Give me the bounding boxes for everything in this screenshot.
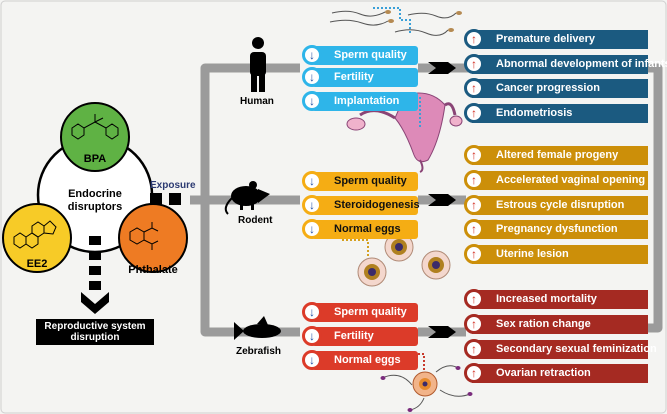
bpa-structure-icon — [71, 114, 119, 140]
phthalate-circle — [118, 203, 188, 273]
decrease-arrow-icon: ↓ — [302, 326, 322, 346]
increase-arrow-icon: ↑ — [464, 289, 484, 309]
rodent-outcome-2: Accelerated vaginal opening — [472, 171, 648, 190]
outcome-box — [36, 319, 154, 345]
increase-arrow-icon: ↑ — [464, 103, 484, 123]
rodent-outcome-1: Altered female progeny — [472, 146, 648, 165]
rodent-outcome-3: Estrous cycle disruption — [472, 196, 648, 215]
increase-arrow-icon: ↑ — [464, 314, 484, 334]
phthalate-structure-icon — [129, 222, 159, 250]
zebrafish-effect-3: Normal eggs — [312, 351, 418, 370]
zebrafish-outcome-3: Secondary sexual feminization — [472, 340, 657, 359]
outcome-line2: disruption — [70, 332, 120, 343]
fish-icon — [234, 316, 281, 340]
decrease-arrow-icon: ↓ — [302, 171, 322, 191]
ee2-structure-icon — [13, 220, 57, 249]
human-effect-3: Implantation — [312, 92, 418, 111]
human-icon — [250, 37, 266, 92]
organism-label-zebrafish: Zebrafish — [236, 346, 282, 357]
zebrafish-arrowhead — [428, 326, 456, 338]
ee2-circle — [2, 203, 72, 273]
increase-arrow-icon: ↑ — [464, 195, 484, 215]
decrease-arrow-icon: ↓ — [302, 91, 322, 111]
decrease-arrow-icon: ↓ — [302, 302, 322, 322]
sperm-heads — [385, 10, 462, 32]
rodent-effect-2: Steroidogenesis — [312, 196, 420, 215]
ee2-label: EE2 — [26, 258, 48, 270]
bpa-circle — [60, 102, 130, 172]
sperm-illustration — [329, 10, 457, 36]
human-effect-1: Sperm quality — [312, 46, 418, 65]
increase-arrow-icon: ↑ — [464, 339, 484, 359]
rodent-outcome-5: Uterine lesion — [472, 245, 648, 264]
human-outcome-2: Abnormal development of infants — [472, 55, 667, 74]
rodent-effect-1: Sperm quality — [312, 172, 418, 191]
organism-label-rodent: Rodent — [238, 215, 273, 226]
human-outcome-4: Endometriosis — [472, 104, 648, 123]
human-outcome-3: Cancer progression — [472, 79, 648, 98]
decrease-arrow-icon: ↓ — [302, 45, 322, 65]
human-outcome-1: Premature delivery — [472, 30, 648, 49]
zebrafish-outcome-1: Increased mortality — [472, 290, 648, 309]
human-effect-2: Fertility — [312, 68, 418, 87]
increase-arrow-icon: ↑ — [464, 219, 484, 239]
zebrafish-outcome-2: Sex ration change — [472, 315, 648, 334]
increase-arrow-icon: ↑ — [464, 170, 484, 190]
zebrafish-effect-1: Sperm quality — [312, 303, 418, 322]
organism-label-human: Human — [240, 96, 274, 107]
rodent-effect-3: Normal eggs — [312, 220, 418, 239]
decrease-arrow-icon: ↓ — [302, 67, 322, 87]
bpa-label: BPA — [83, 153, 107, 165]
rodent-outcome-4: Pregnancy dysfunction — [472, 220, 648, 239]
human-arrowhead — [428, 62, 456, 74]
exposure-dashes — [150, 193, 181, 205]
phthalate-label: Phthalate — [128, 264, 178, 276]
decrease-arrow-icon: ↓ — [302, 350, 322, 370]
disruptors-title-line2: disruptors — [67, 201, 123, 213]
increase-arrow-icon: ↑ — [464, 78, 484, 98]
rat-icon — [224, 181, 270, 215]
increase-arrow-icon: ↑ — [464, 363, 484, 383]
increase-arrow-icon: ↑ — [464, 29, 484, 49]
human-branch-arrow — [200, 63, 300, 200]
rodent-arrowhead — [428, 194, 456, 206]
outcome-line1: Reproductive system — [44, 321, 146, 332]
increase-arrow-icon: ↑ — [464, 244, 484, 264]
decrease-arrow-icon: ↓ — [302, 219, 322, 239]
increase-arrow-icon: ↑ — [464, 145, 484, 165]
down-dashed-arrow — [81, 236, 109, 314]
increase-arrow-icon: ↑ — [464, 54, 484, 74]
decrease-arrow-icon: ↓ — [302, 195, 322, 215]
rodent-eggs-illustration — [357, 232, 451, 287]
disruptors-title-line1: Endocrine — [68, 188, 122, 200]
zebrafish-egg-illustration — [380, 365, 473, 412]
zebrafish-effect-2: Fertility — [312, 327, 418, 346]
exposure-label: Exposure — [150, 180, 196, 191]
zebrafish-outcome-4: Ovarian retraction — [472, 364, 648, 383]
